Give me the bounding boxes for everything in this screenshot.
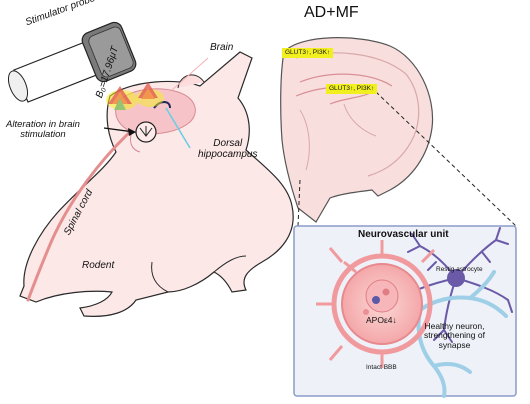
condition-title: AD+MF <box>304 4 359 21</box>
hippocampus-marker <box>153 101 171 109</box>
astrocyte-body <box>447 269 465 287</box>
neuron-processes <box>416 270 508 398</box>
blood-vessel <box>316 240 436 368</box>
brain-leader-line <box>171 57 209 91</box>
alteration-label: Alteration in brain stimulation <box>6 119 80 141</box>
brain-section <box>280 37 434 223</box>
zoom-line-right <box>375 91 517 227</box>
resting-astrocyte-label: Restig astrocyte <box>436 266 483 273</box>
dorsal-hippocampus-label: Dorsal hippocampus <box>198 138 258 160</box>
intact-bbb-label: Intact BBB <box>366 364 397 371</box>
healthy-neuron-label: Healthy neuron, strengthening of synapse <box>424 321 485 350</box>
spinal-cord <box>26 128 134 302</box>
stimulator-probe <box>7 21 137 103</box>
nvu-title: Neurovascular unit <box>358 229 449 240</box>
neuron-circle <box>135 121 157 143</box>
alteration-arrow <box>103 127 136 136</box>
marker-label-2: GLUT3↑, PI3K↑ <box>326 84 378 94</box>
rodent-label: Rodent <box>82 260 115 271</box>
marker-label-1: GLUT3↑, PI3K↑ <box>282 48 334 58</box>
brain-label: Brain <box>210 42 234 53</box>
apoe-label: APOε4↓ <box>366 315 397 325</box>
rodent-body <box>19 51 294 317</box>
zoom-line-left <box>297 179 301 227</box>
magnetic-field-waves <box>106 82 164 110</box>
hippocampus-leader-line <box>165 107 191 149</box>
